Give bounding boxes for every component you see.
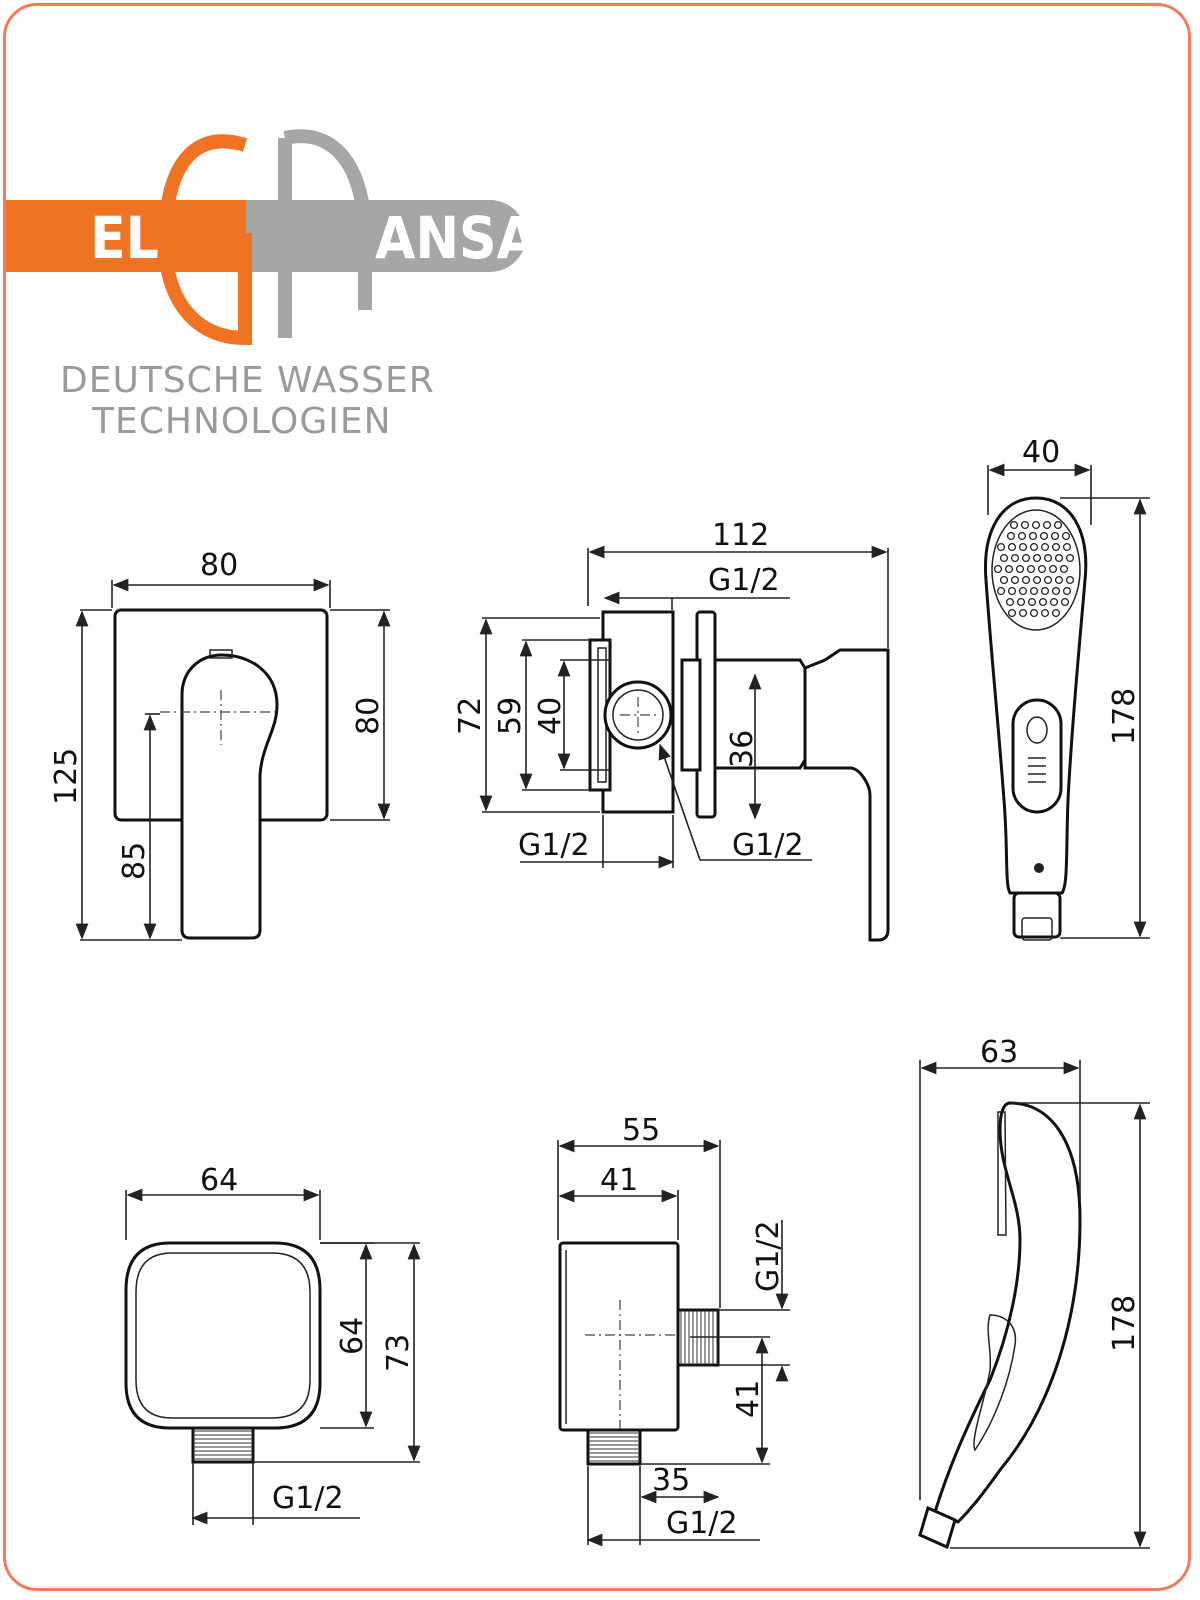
- dim-mixer-depth: 112: [712, 518, 769, 553]
- dim-outlet-body-depth: 41: [600, 1163, 638, 1198]
- label-outlet-left: G1/2: [518, 828, 590, 863]
- dim-handle-drop: 85: [117, 842, 152, 880]
- dim-shower-width: 40: [1022, 435, 1060, 470]
- dim-plate-height: 80: [351, 697, 386, 735]
- logo-word-left: EL: [90, 204, 159, 272]
- mixer-side-view: 112 G1/2 72 59 40 36 G1/2 G1/2: [453, 518, 890, 942]
- logo-g-letter: [157, 134, 252, 346]
- wall-outlet-front-view: 64 64 73 G1/2: [124, 1163, 421, 1525]
- spray-nozzles: [993, 520, 1075, 618]
- mixer-lever: [180, 653, 279, 940]
- outlet-thread-bottom-side: [586, 1428, 642, 1466]
- label-thread-side: G1/2: [751, 1220, 786, 1292]
- hanger-hole: [1034, 863, 1044, 873]
- cartridge-collar: [680, 658, 702, 772]
- side-hose-connector: [918, 1505, 957, 1550]
- brand-logo: EL ANSA DEUTSCHE WASSER TECHNOLOGIEN: [6, 129, 538, 442]
- dim-nut-height: 40: [533, 697, 568, 735]
- mixer-front-view: 80 80 125 85: [49, 548, 391, 941]
- outlet-body-side: [558, 1241, 680, 1432]
- outlet-plate: [124, 1241, 322, 1430]
- grip-recess: [973, 1314, 1017, 1452]
- spray-face: [991, 509, 1081, 631]
- dim-shower-length: 178: [1107, 688, 1142, 745]
- mode-button: [1011, 698, 1063, 814]
- logo-tagline-2: TECHNOLOGIEN: [91, 401, 392, 442]
- outlet-thread-bottom: [191, 1426, 255, 1464]
- dim-body-height: 72: [453, 697, 488, 735]
- dim-pipe-height: 36: [725, 730, 760, 768]
- label-outlet-thread: G1/2: [272, 1481, 344, 1516]
- hose-connector: [1012, 891, 1062, 939]
- dim-outlet-plate-h: 64: [335, 1317, 370, 1355]
- dim-side-length: 178: [1107, 1295, 1142, 1352]
- dim-flange-height: 59: [493, 697, 528, 735]
- dim-outlet-width: 64: [200, 1163, 238, 1198]
- dim-bottom-offset: 35: [652, 1463, 690, 1498]
- handshower-side-body: [933, 1101, 1082, 1524]
- sheet-border: [3, 3, 1191, 1591]
- lever-side: [803, 648, 890, 942]
- label-inlet-top: G1/2: [708, 563, 780, 598]
- dim-outlet-total-h: 73: [381, 1334, 416, 1372]
- spray-face-side: [997, 1111, 1007, 1236]
- dim-side-width: 63: [980, 1035, 1018, 1070]
- handshower-front-view: 40 178: [983, 435, 1150, 941]
- handshower-side-view: 63 178: [918, 1035, 1150, 1550]
- dim-outlet-depth: 55: [622, 1113, 660, 1148]
- label-outlet-right: G1/2: [732, 828, 804, 863]
- lever-tip: [209, 649, 233, 659]
- inlet-nut: [603, 680, 673, 750]
- wall-outlet-side-view: 55 41 G1/2 41 35 G1/2: [557, 1113, 790, 1547]
- dim-total-height: 125: [49, 748, 84, 805]
- logo-h-letter: [278, 129, 372, 338]
- logo-tagline-1: DEUTSCHE WASSER: [60, 360, 435, 401]
- dim-thread-offset: 41: [731, 1380, 766, 1418]
- label-thread-bottom: G1/2: [666, 1506, 738, 1541]
- logo-word-right: ANSA: [375, 204, 538, 272]
- dim-mixer-width: 80: [200, 548, 238, 583]
